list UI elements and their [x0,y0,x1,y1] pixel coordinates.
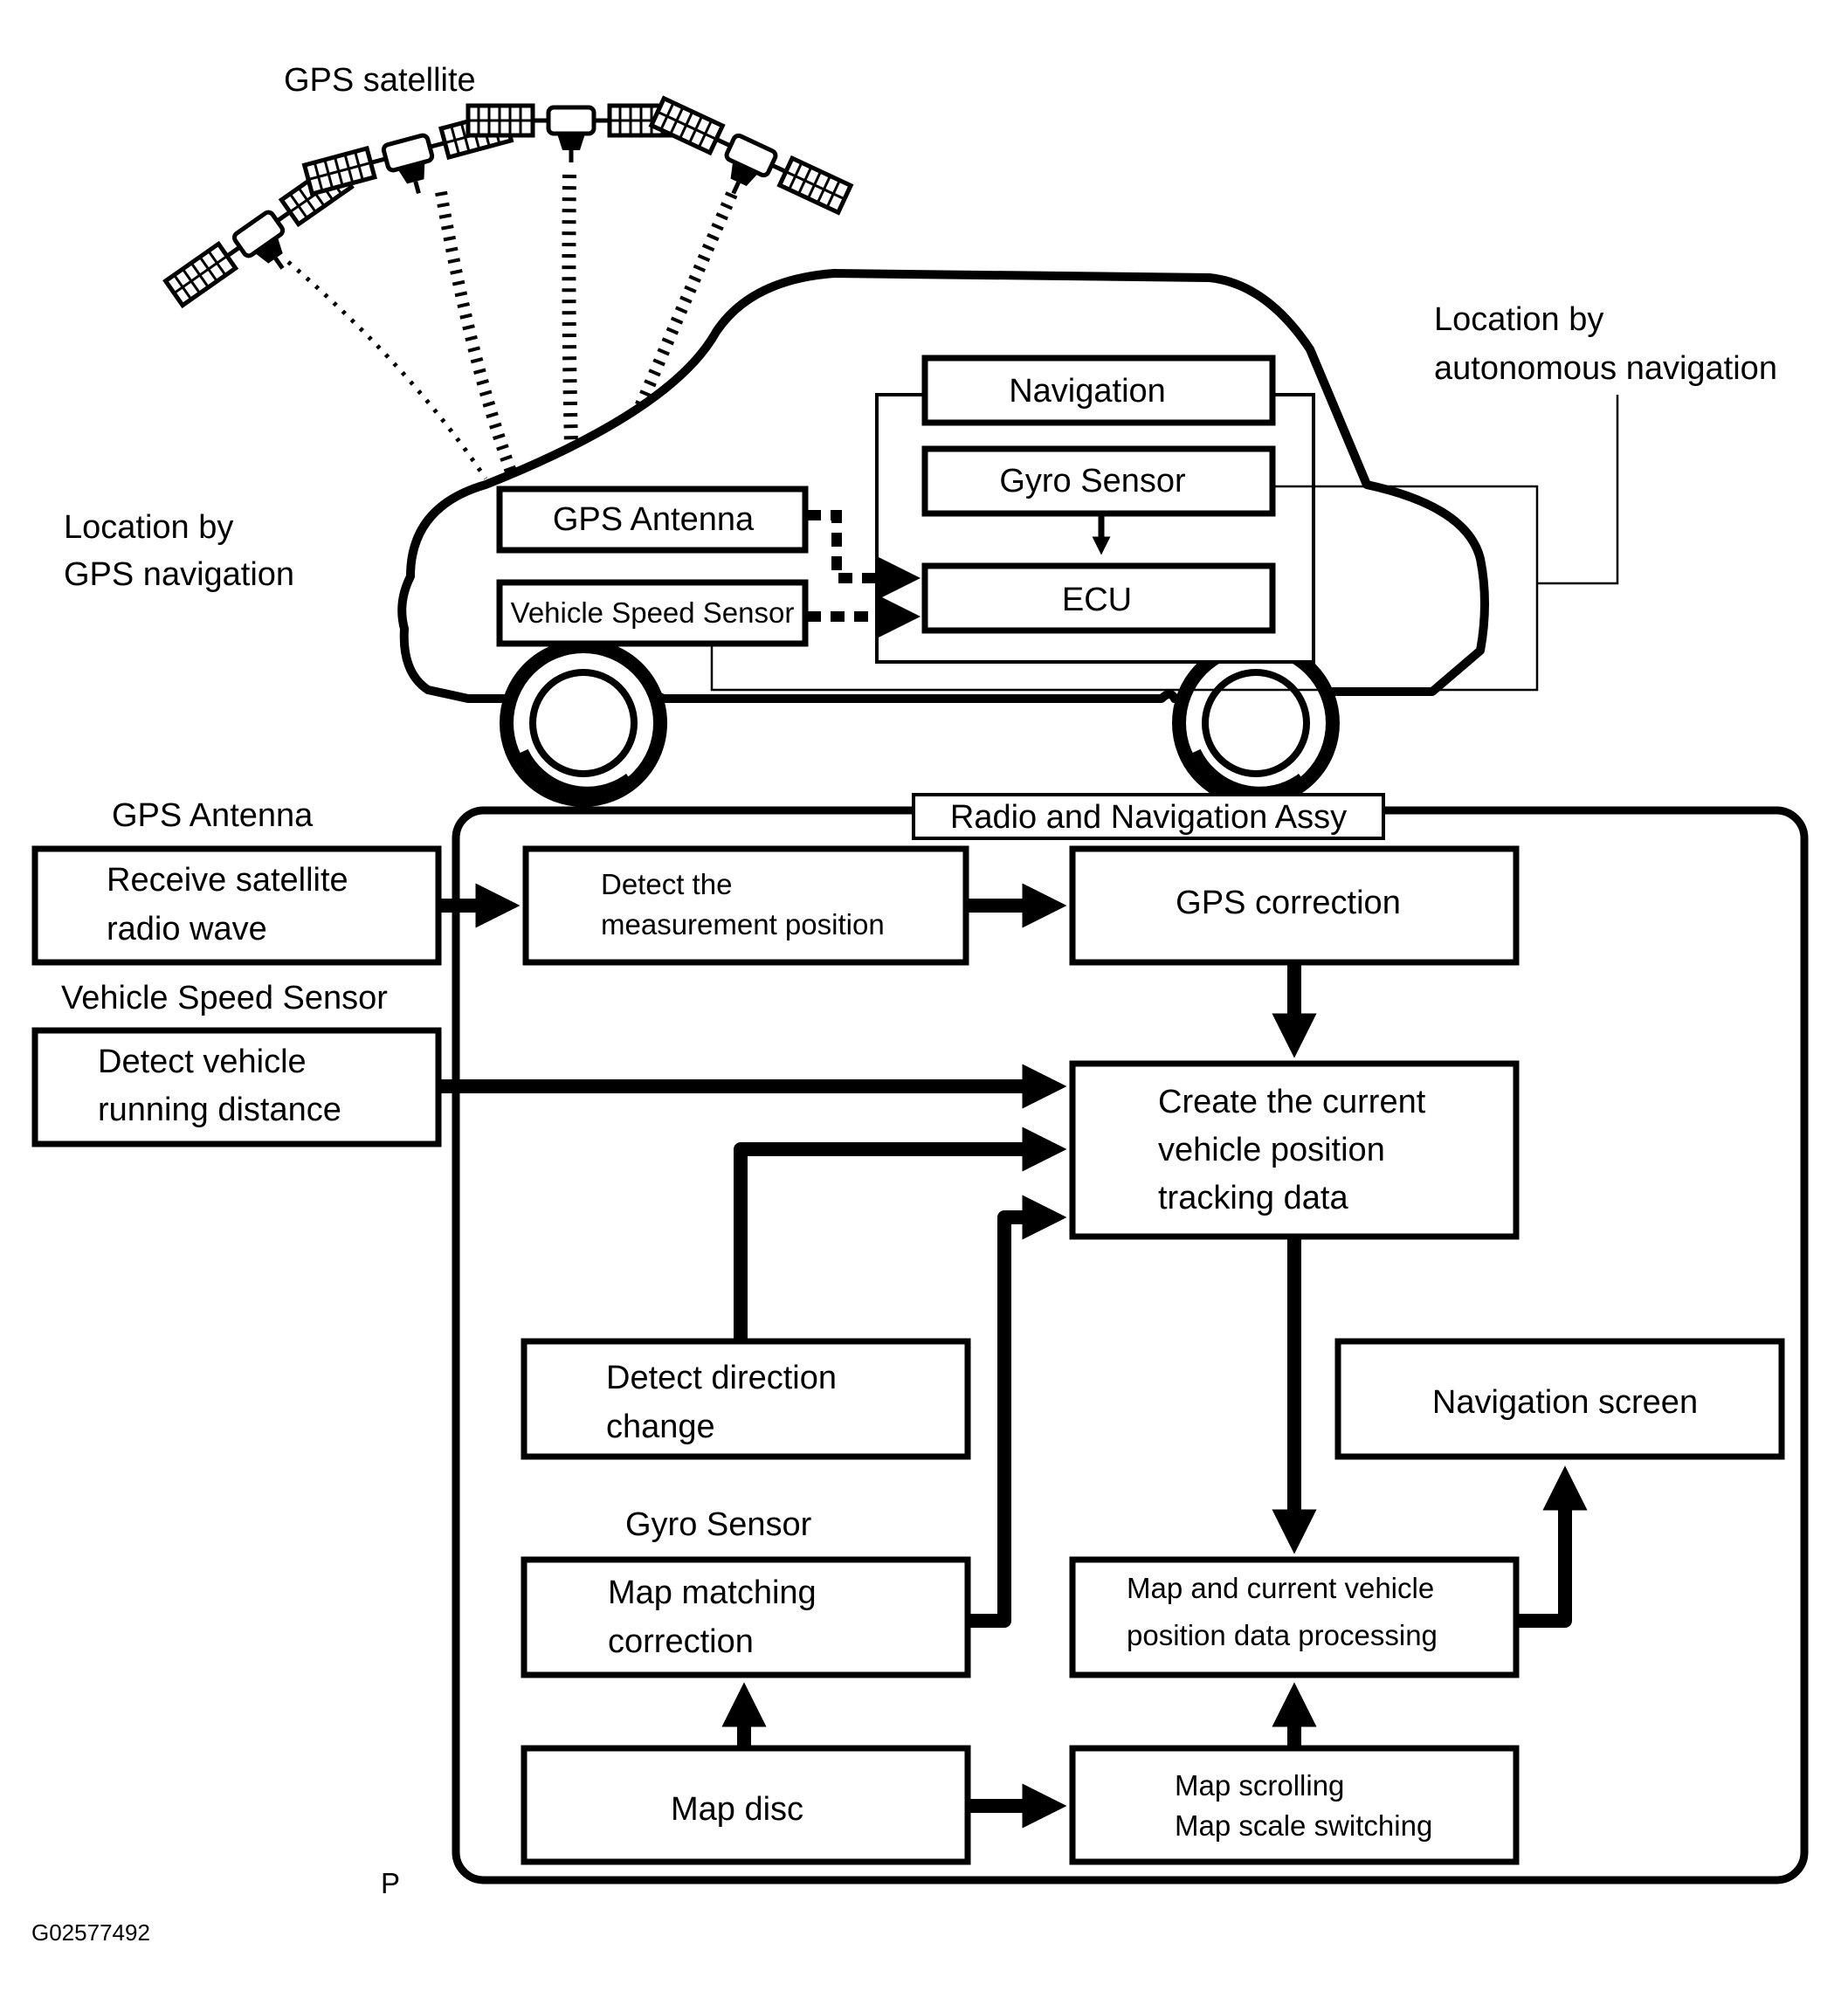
detect-pos-line2: measurement position [601,908,885,940]
direction-to-create-arrow [734,1127,1067,1340]
map-disc-label: Map disc [671,1791,803,1828]
gps-correction-box [1069,845,1520,966]
receive-line1: Receive satellite [107,862,348,899]
location-gps-line1: Location by [64,509,233,546]
car-gyro-sensor-box [921,445,1276,517]
flow-arrows [440,883,1588,1829]
direction-line2: change [606,1409,715,1445]
map-matching-correction-box [521,1556,971,1678]
create-line1: Create the current [1158,1084,1426,1120]
mapmatch-line1: Map matching [608,1574,817,1611]
mapproc-to-screen-arrow [1518,1465,1588,1628]
receive-radio-wave-box [31,845,442,966]
navigation-screen-box [1334,1338,1785,1460]
vehicle-speed-sensor-title: Vehicle Speed Sensor [61,980,388,1016]
location-autonomous-line1: Location by [1434,301,1603,338]
mapproc-line1: Map and current vehicle [1127,1572,1434,1604]
distance-line2: running distance [98,1092,341,1128]
car-gps-antenna-label: GPS Antenna [553,501,755,538]
navigation-box [921,355,1276,426]
detect-direction-change-box [521,1338,971,1460]
assy-title: Radio and Navigation Assy [950,799,1347,836]
receive-line2: radio wave [107,911,267,947]
p-mark: P [381,1867,400,1899]
detect-pos-line1: Detect the [601,868,732,900]
car-gps-antenna-box [496,486,809,554]
gps-antenna-title: GPS Antenna [112,797,314,834]
create-line3: tracking data [1158,1180,1348,1216]
create-tracking-data-box [1069,1060,1520,1240]
direction-line1: Detect direction [606,1360,837,1396]
map-scrolling-box [1069,1745,1520,1865]
map-data-processing-box [1069,1556,1520,1678]
mapmatch-line2: correction [608,1623,754,1660]
detect-running-distance-box [31,1027,442,1147]
antenna-to-ecu-dashed-arrow [807,510,921,599]
distance-line1: Detect vehicle [98,1044,307,1080]
ecu-label: ECU [1062,582,1132,618]
navigation-label: Navigation [1009,373,1166,410]
mapmatch-to-create-arrow [969,1195,1067,1628]
car-vehicle-speed-sensor-box [496,579,809,647]
map-disc-box [521,1745,971,1865]
figure-id: G02577492 [31,1919,150,1946]
gps-satellite-label: GPS satellite [284,62,476,99]
assy-title-box [912,793,1385,840]
scroll-line2: Map scale switching [1175,1809,1432,1842]
location-autonomous-line2: autonomous navigation [1434,350,1777,387]
navigation-screen-label: Navigation screen [1432,1384,1698,1421]
scroll-line1: Map scrolling [1175,1769,1344,1802]
detect-measurement-position-box [522,845,969,966]
create-line2: vehicle position [1158,1132,1385,1168]
gps-satellite-icon-4 [640,99,851,238]
mapproc-line2: position data processing [1127,1619,1438,1651]
car-gyro-sensor-label: Gyro Sensor [999,463,1186,500]
autonomous-bracket-lines [710,395,1619,692]
satellite-signal-waves [286,174,738,481]
gyro-sensor-title: Gyro Sensor [625,1506,812,1543]
location-gps-line2: GPS navigation [64,556,294,593]
gps-satellite-icon-3 [468,106,674,162]
car-vehicle-speed-sensor-label: Vehicle Speed Sensor [511,596,795,629]
gps-correction-label: GPS correction [1176,885,1401,921]
ecu-box [921,562,1276,634]
